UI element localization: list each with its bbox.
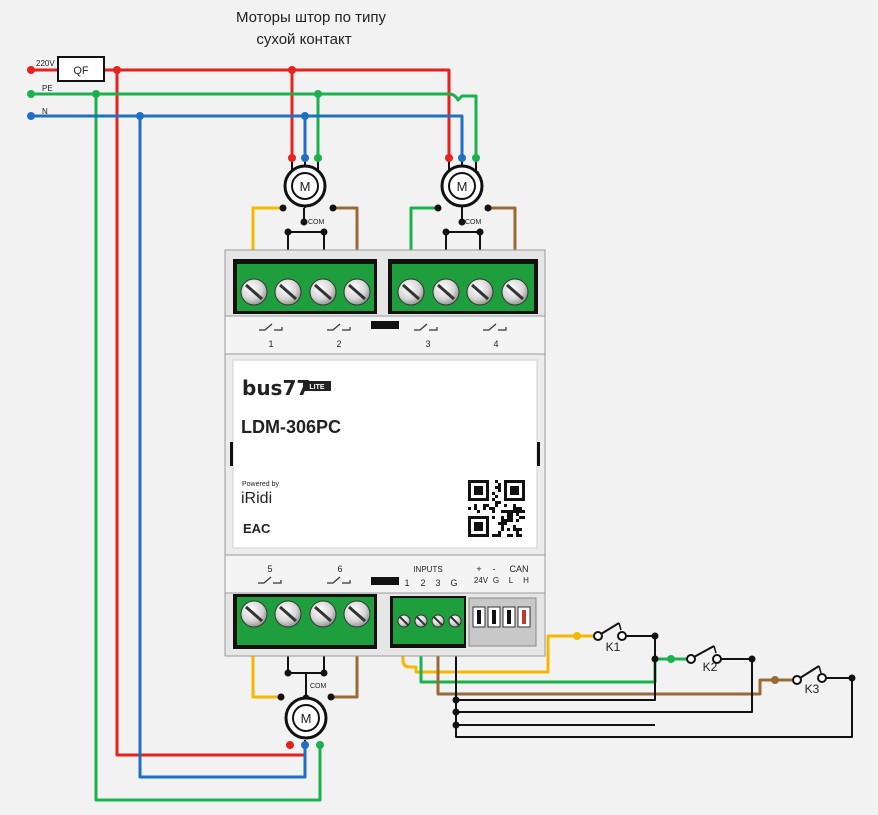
eac-mark: EAC bbox=[243, 521, 271, 536]
v24-label: 24V bbox=[474, 576, 489, 585]
pe-label: PE bbox=[42, 84, 53, 93]
m2-green-wire bbox=[409, 206, 440, 262]
input-label-3: 3 bbox=[435, 578, 440, 588]
relay-label-2: 2 bbox=[336, 339, 341, 349]
can-h-label: H bbox=[523, 576, 529, 585]
motor-2-com-label: COM bbox=[465, 219, 482, 226]
breaker-label: QF bbox=[73, 65, 89, 77]
motor-3: M COM bbox=[284, 683, 328, 740]
motor-3-com-label: COM bbox=[310, 683, 327, 690]
screw-top-2 bbox=[274, 278, 302, 306]
iridi-logo: iRidi bbox=[241, 490, 272, 507]
screw-top-5 bbox=[397, 278, 425, 306]
breaker-qf: QF bbox=[57, 56, 105, 82]
m3-yellow-wire bbox=[251, 646, 283, 699]
relay-label-1: 1 bbox=[268, 339, 273, 349]
k1-yellow-wire bbox=[401, 634, 600, 674]
screw-top-7 bbox=[466, 278, 494, 306]
m2-brown-wire bbox=[486, 206, 517, 262]
relay-label-5: 5 bbox=[267, 564, 272, 574]
plus-label: + bbox=[476, 564, 481, 574]
screw-bottom-1 bbox=[240, 600, 268, 628]
input-label-g: G bbox=[450, 578, 457, 588]
m1-yellow-wire bbox=[251, 206, 285, 262]
relay-label-3: 3 bbox=[425, 339, 430, 349]
screw-top-8 bbox=[501, 278, 529, 306]
relay-contact-icons bbox=[258, 323, 507, 584]
switch-k3-label: K3 bbox=[805, 682, 820, 696]
screw-input-g bbox=[448, 614, 462, 628]
screw-input-3 bbox=[431, 614, 445, 628]
screw-bottom-3 bbox=[309, 600, 337, 628]
title-line-2: сухой контакт bbox=[256, 31, 351, 48]
switch-k1: K1 bbox=[593, 622, 627, 654]
motor-1: M COM bbox=[283, 164, 327, 226]
device-model: LDM-306PC bbox=[241, 417, 341, 437]
motor-1-com-label: COM bbox=[308, 219, 325, 226]
power-can-connector bbox=[472, 606, 531, 628]
screw-bottom-2 bbox=[274, 600, 302, 628]
motor-3-label: M bbox=[301, 711, 312, 726]
input-label-2: 2 bbox=[420, 578, 425, 588]
motor-2-label: M bbox=[457, 179, 468, 194]
screw-input-2 bbox=[414, 614, 428, 628]
screw-top-4 bbox=[343, 278, 371, 306]
relay-label-4: 4 bbox=[493, 339, 498, 349]
screw-bottom-4 bbox=[343, 600, 371, 628]
screw-top-6 bbox=[432, 278, 460, 306]
switch-k2-label: K2 bbox=[703, 660, 718, 674]
switch-k2: K2 bbox=[686, 645, 722, 674]
n-label: N bbox=[42, 107, 48, 116]
terminal-screws bbox=[240, 278, 529, 628]
m1-brown-wire bbox=[331, 206, 359, 262]
voltage-label: 220V bbox=[36, 59, 55, 68]
input-label-1: 1 bbox=[404, 578, 409, 588]
switch-k3: K3 bbox=[792, 665, 827, 696]
can-label: CAN bbox=[509, 564, 528, 574]
live-wire bbox=[29, 68, 451, 757]
brand-badge: LITE bbox=[309, 384, 324, 391]
screw-top-1 bbox=[240, 278, 268, 306]
can-l-label: L bbox=[509, 576, 514, 585]
inputs-title: INPUTS bbox=[413, 565, 442, 574]
minus-label: - bbox=[493, 564, 496, 574]
brand-logo: bus77 bbox=[242, 376, 310, 400]
relay-label-6: 6 bbox=[337, 564, 342, 574]
screw-input-1 bbox=[397, 614, 411, 628]
motor-2: M COM bbox=[440, 164, 484, 226]
title-line-1: Моторы штор по типу bbox=[236, 9, 387, 26]
qr-code bbox=[468, 480, 525, 537]
screw-top-3 bbox=[309, 278, 337, 306]
powered-by: Powered by bbox=[242, 481, 279, 488]
ground-label: G bbox=[493, 576, 499, 585]
neutral-wire bbox=[29, 114, 464, 779]
motor-1-label: M bbox=[300, 179, 311, 194]
pe-wire bbox=[29, 92, 478, 802]
switch-k1-label: K1 bbox=[606, 640, 621, 654]
device-logo: bus77 LITE bbox=[242, 376, 331, 400]
device-ldm-306pc bbox=[224, 249, 546, 657]
m3-brown-wire bbox=[329, 646, 359, 699]
